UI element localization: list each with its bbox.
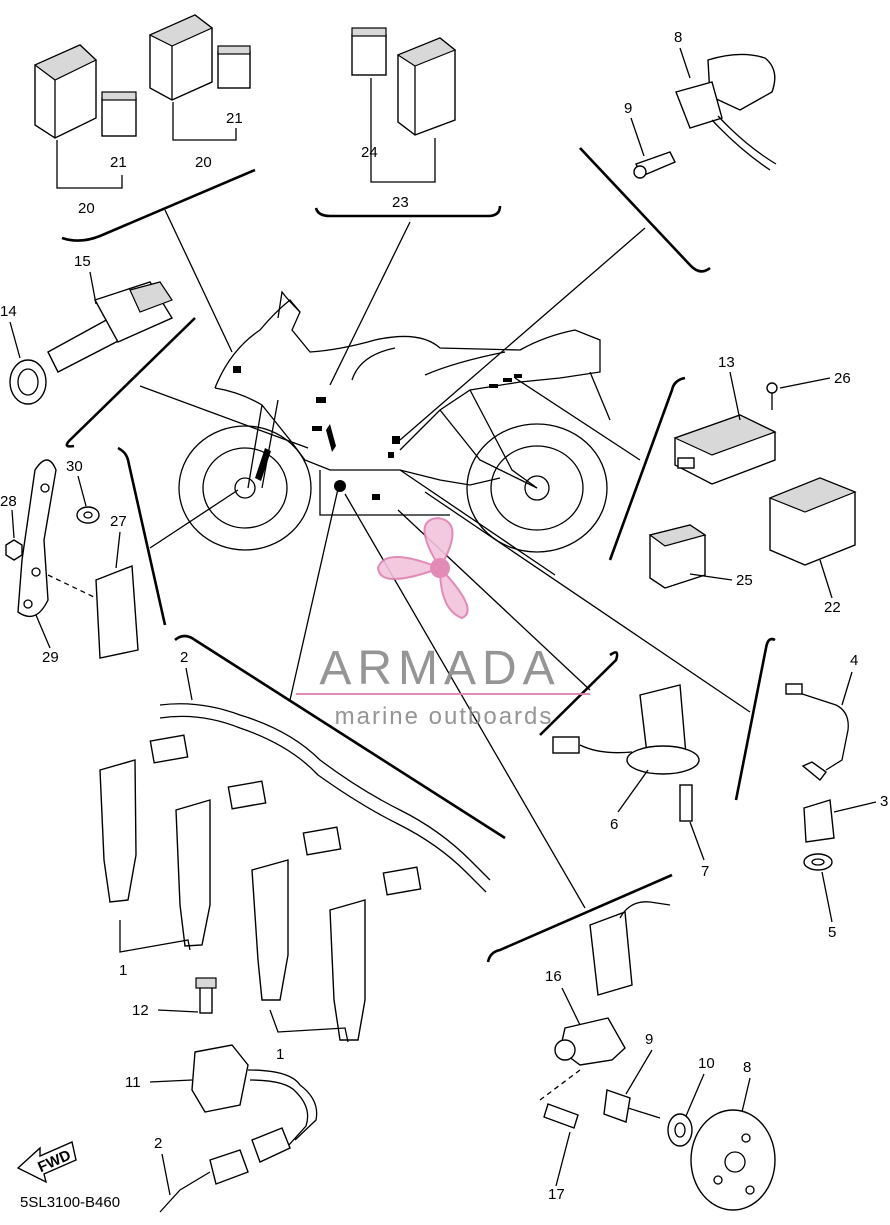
part-label-18: 16 [545,968,562,985]
part-label-19: 17 [548,1186,565,1203]
part-label-5: 5 [828,924,836,941]
diagram-code: 5SL3100-B460 [20,1194,120,1211]
part-label-21b: 21 [226,110,243,127]
part-label-23: 23 [392,194,409,211]
part-label-12: 10 [698,1055,715,1072]
propeller-icon [376,516,469,620]
part-label-2a: 2 [180,649,188,666]
part-label-8: 8 [674,29,682,46]
fwd-label: FWD [35,1147,73,1176]
part-label-1a: 1 [119,962,127,979]
neutral-switch [552,684,700,822]
motorcycle-outline [178,290,611,553]
speed-sensor [633,53,777,179]
part-label-26: 26 [834,370,851,387]
part-label-6: 6 [610,816,618,833]
part-label-16: 14 [0,303,17,320]
callout-brackets [61,147,776,963]
ignition-coils [99,759,366,1043]
part-label-1b: 1 [276,1046,284,1063]
relay-group-center [351,27,457,183]
armada-watermark: ARMADA marine outboards [296,516,590,730]
fwd-arrow-icon: FWD [16,1141,77,1184]
wire-harness [149,703,491,896]
part-labels: 20 21 20 21 24 23 8 9 15 14 13 26 25 22 … [0,29,888,1211]
pickup-coil-group [539,901,776,1211]
part-label-20a: 20 [78,200,95,217]
part-label-13: 11 [125,1074,141,1091]
part-label-11: 9 [645,1031,653,1048]
part-label-15: 13 [718,354,735,371]
temperature-sensor [9,281,174,405]
part-label-21a: 21 [110,154,127,171]
watermark-brand: ARMADA [319,642,560,695]
part-label-10: 8 [743,1059,751,1076]
part-label-7: 7 [701,863,709,880]
part-label-29: 29 [42,649,59,666]
part-label-4: 4 [850,652,858,669]
part-label-25: 25 [736,572,753,589]
part-label-3: 3 [880,793,888,810]
part-label-20b: 20 [195,154,212,171]
bracket-group [5,459,139,659]
part-label-27: 27 [110,513,127,530]
crank-sensor [159,977,318,1213]
watermark-tagline: marine outboards [335,703,554,730]
part-label-17: 15 [74,253,91,270]
oil-switch [785,683,849,871]
leader-lines [139,209,751,909]
part-label-22: 22 [824,599,841,616]
part-label-9: 9 [624,100,632,117]
relay-group-left [33,14,251,189]
part-label-30: 30 [66,458,83,475]
part-label-14: 12 [132,1002,149,1019]
part-label-24: 24 [361,144,378,161]
part-label-28: 28 [0,493,17,510]
control-units-right [648,382,857,589]
part-label-2b: 2 [154,1135,162,1152]
